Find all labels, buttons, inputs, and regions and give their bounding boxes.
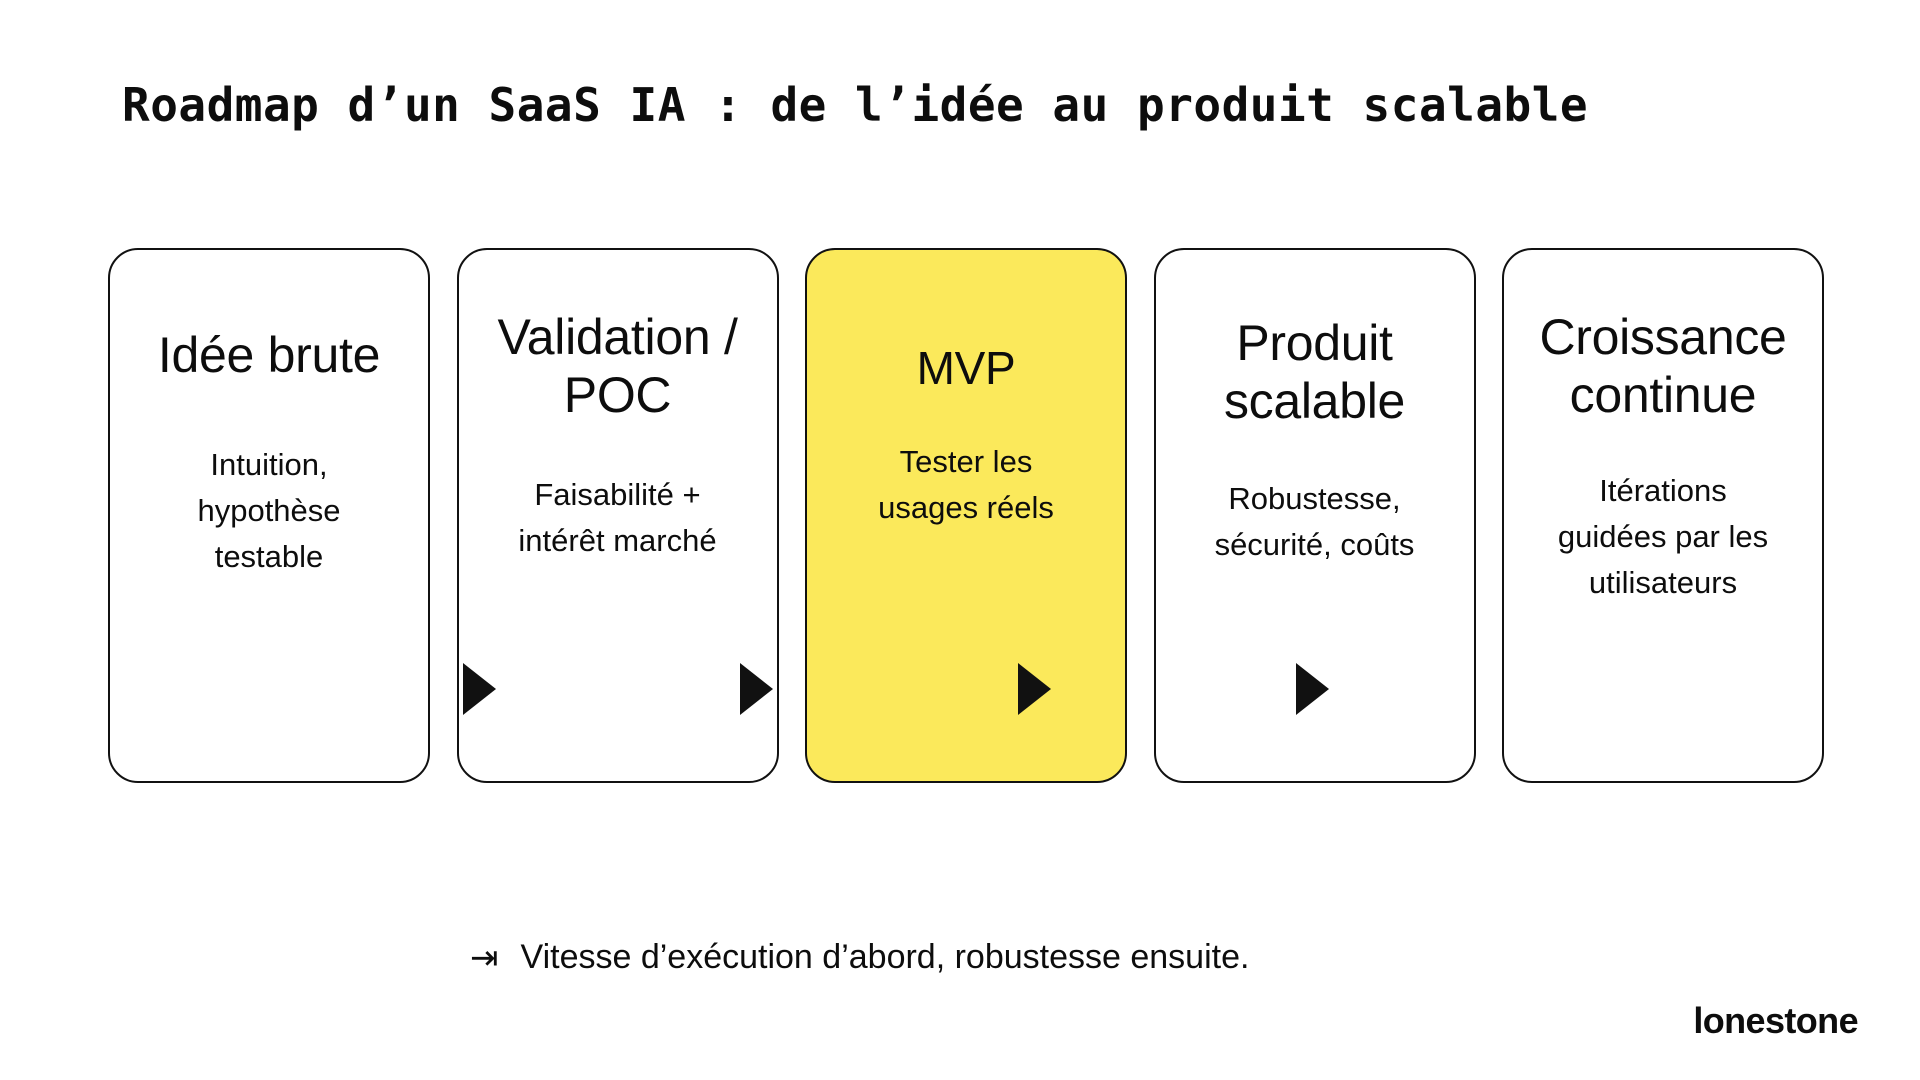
step-title: Idée brute <box>157 327 381 383</box>
step-description: Intuition, hypothèse testable <box>197 447 341 574</box>
step-description: Tester les usages réels <box>878 444 1054 526</box>
footnote-text: Vitesse d’exécution d’abord, robustesse … <box>520 938 1250 976</box>
arrow-to-bar-icon: ⇥ <box>470 938 499 977</box>
triangle-right-icon <box>1296 663 1329 715</box>
roadmap-step-card-5[interactable]: Croissance continue Itérations guidées p… <box>1502 248 1824 783</box>
step-description: Faisabilité + intérêt marché <box>518 477 717 558</box>
triangle-right-icon <box>1018 663 1051 715</box>
step-title: MVP <box>916 342 1016 394</box>
roadmap-flow: Idée brute Intuition, hypothèse testable… <box>108 248 1824 783</box>
triangle-right-icon <box>740 663 773 715</box>
lonestone-logo: lonestone <box>1693 1000 1858 1041</box>
step-description: Robustesse, sécurité, coûts <box>1214 481 1415 562</box>
step-title: Produit scalable <box>1223 315 1406 429</box>
triangle-right-icon <box>463 663 496 715</box>
step-title: Validation / POC <box>497 309 738 423</box>
step-description: Itérations guidées par les utilisateurs <box>1557 473 1769 600</box>
page-title: Roadmap d’un SaaS IA : de l’idée au prod… <box>122 78 1589 132</box>
step-title: Croissance continue <box>1539 309 1787 423</box>
footnote: ⇥ Vitesse d’exécution d’abord, robustess… <box>470 938 1249 977</box>
roadmap-step-card-2[interactable]: Validation / POC Faisabilité + intérêt m… <box>456 248 779 783</box>
roadmap-step-card-3-highlighted[interactable]: MVP Tester les usages réels <box>805 248 1127 783</box>
roadmap-step-card-1[interactable]: Idée brute Intuition, hypothèse testable <box>108 248 430 783</box>
